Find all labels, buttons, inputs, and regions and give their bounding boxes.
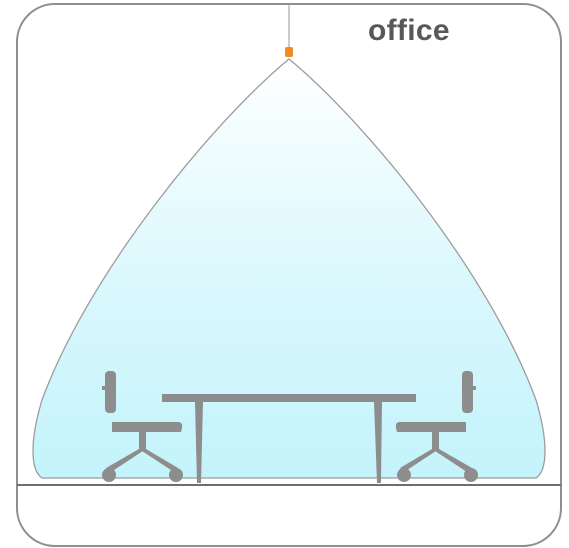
room-label: office [368,14,450,48]
ceiling-sensor-icon [285,47,293,57]
